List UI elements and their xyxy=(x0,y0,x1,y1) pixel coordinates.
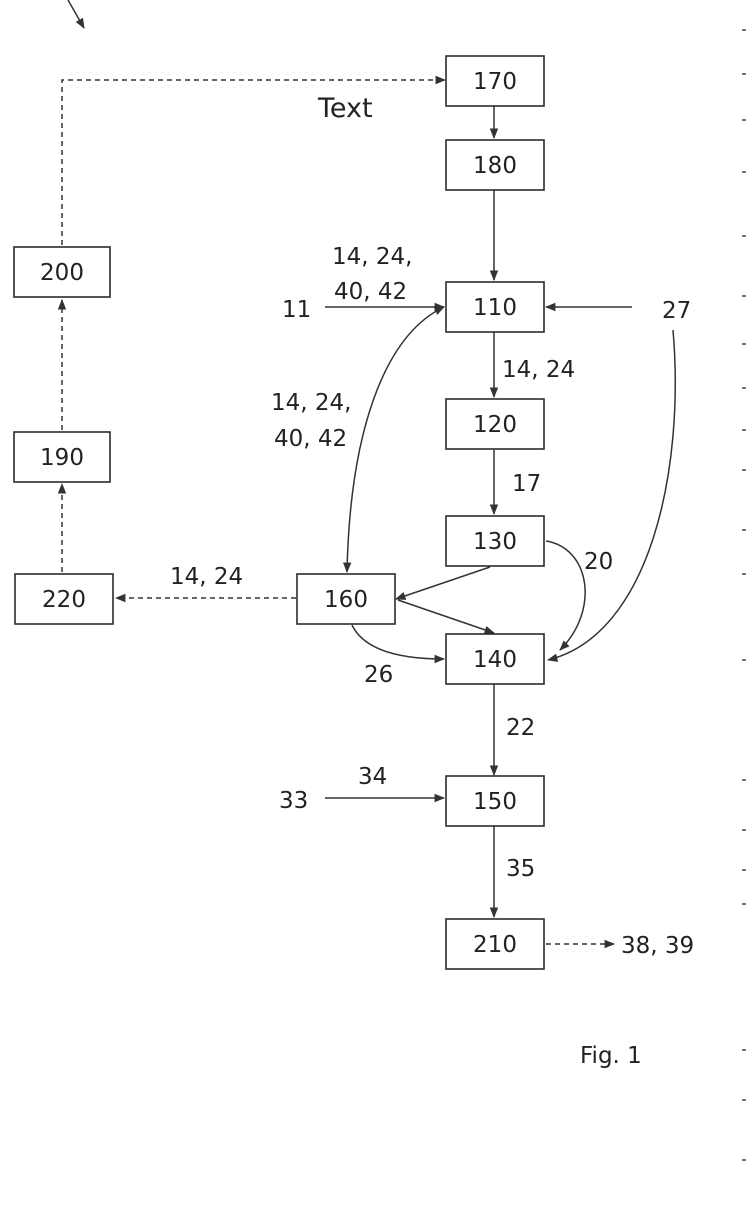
box-220: 220 xyxy=(15,574,113,624)
label-14-24-left-line2: 40, 42 xyxy=(274,426,347,452)
curved-edge-130-to-140 xyxy=(546,541,585,650)
label-26: 26 xyxy=(364,662,393,688)
box-150: 150 xyxy=(446,776,544,826)
box-140: 140 xyxy=(446,634,544,684)
box-150-label: 150 xyxy=(473,789,517,815)
box-130-label: 130 xyxy=(473,529,517,555)
label-34: 34 xyxy=(358,764,387,790)
label-14-24-top-line1: 14, 24, xyxy=(332,244,412,270)
label-38-39: 38, 39 xyxy=(621,933,694,959)
curved-edge-110-160 xyxy=(347,307,444,572)
label-22: 22 xyxy=(506,715,535,741)
text-heading: Text xyxy=(317,93,373,124)
box-210: 210 xyxy=(446,919,544,969)
margin-ticks xyxy=(742,30,746,1160)
box-130: 130 xyxy=(446,516,544,566)
box-180: 180 xyxy=(446,140,544,190)
label-14-24-mid: 14, 24 xyxy=(502,357,575,383)
box-110: 110 xyxy=(446,282,544,332)
label-11: 11 xyxy=(282,297,311,323)
label-33: 33 xyxy=(279,788,308,814)
box-180-label: 180 xyxy=(473,153,517,179)
label-20: 20 xyxy=(584,549,613,575)
edge-160-to-140 xyxy=(398,600,494,633)
box-190-label: 190 xyxy=(40,445,84,471)
label-35: 35 xyxy=(506,856,535,882)
box-200: 200 xyxy=(14,247,110,297)
box-120: 120 xyxy=(446,399,544,449)
box-220-label: 220 xyxy=(42,587,86,613)
box-160-label: 160 xyxy=(324,587,368,613)
box-210-label: 210 xyxy=(473,932,517,958)
label-14-24-top-line2: 40, 42 xyxy=(334,279,407,305)
label-14-24-left-line1: 14, 24, xyxy=(271,390,351,416)
curved-edge-160-to-140 xyxy=(352,625,444,659)
box-170-label: 170 xyxy=(473,69,517,95)
box-140-label: 140 xyxy=(473,647,517,673)
dashed-edge-200-to-170 xyxy=(62,80,445,245)
edge-130-to-160 xyxy=(396,567,490,599)
box-160: 160 xyxy=(297,574,395,624)
box-120-label: 120 xyxy=(473,412,517,438)
label-27: 27 xyxy=(662,298,691,324)
box-190: 190 xyxy=(14,432,110,482)
corner-leader-arrow xyxy=(68,0,84,28)
box-110-label: 110 xyxy=(473,295,517,321)
box-200-label: 200 xyxy=(40,260,84,286)
figure-caption: Fig. 1 xyxy=(580,1043,642,1069)
label-17: 17 xyxy=(512,471,541,497)
box-170: 170 xyxy=(446,56,544,106)
label-14-24-dashed: 14, 24 xyxy=(170,564,243,590)
